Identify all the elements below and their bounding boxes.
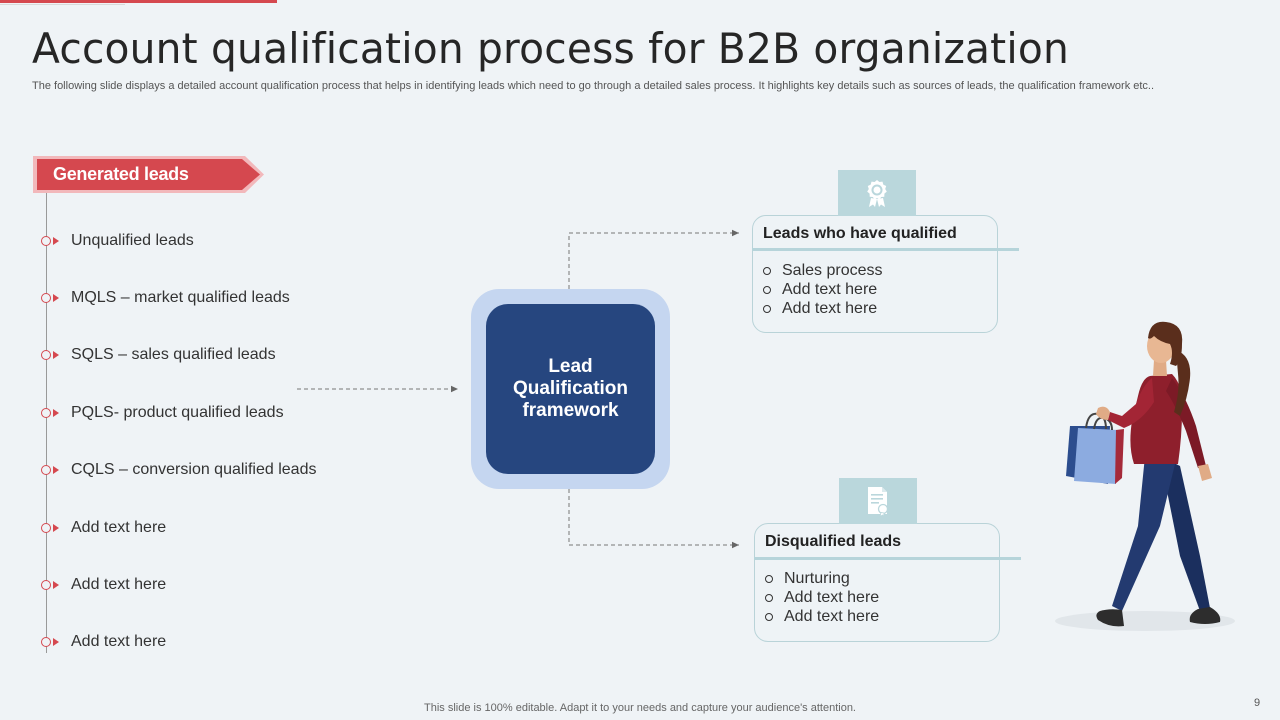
certificate-document-icon	[868, 487, 889, 517]
arrow-right-icon	[53, 237, 59, 245]
leads-timeline	[46, 193, 47, 653]
slide-footer: This slide is 100% editable. Adapt it to…	[424, 702, 856, 714]
timeline-dot-icon	[41, 637, 51, 647]
lead-item: MQLS – market qualified leads	[41, 287, 290, 309]
slide-title: Account qualification process for B2B or…	[32, 24, 1070, 73]
award-badge-icon	[867, 180, 887, 207]
arrow-right-icon	[53, 351, 59, 359]
lead-item: Unqualified leads	[41, 230, 194, 252]
arrow-right-icon	[53, 294, 59, 302]
list-item: Add text here	[763, 299, 883, 318]
lead-item: CQLS – conversion qualified leads	[41, 459, 316, 481]
list-item: Nurturing	[765, 569, 879, 588]
lead-item: PQLS- product qualified leads	[41, 402, 284, 424]
framework-to-disqualified-arrow	[568, 489, 739, 549]
disqualified-card-title: Disqualified leads	[765, 533, 902, 550]
timeline-dot-icon	[41, 293, 51, 303]
arrow-right-icon	[53, 524, 59, 532]
arrow-right-icon	[53, 581, 59, 589]
ribbon-body	[37, 159, 260, 190]
lead-item: Add text here	[41, 517, 166, 539]
disqualified-icon-tab	[839, 478, 917, 524]
framework-box: Lead Qualification framework	[486, 304, 655, 474]
framework-to-qualified-arrow	[568, 229, 739, 289]
qualified-leads-card: Leads who have qualified Sales process A…	[752, 215, 998, 333]
lead-item: Add text here	[41, 631, 166, 653]
timeline-dot-icon	[41, 580, 51, 590]
list-item: Sales process	[763, 261, 883, 280]
generated-leads-ribbon: Generated leads	[33, 156, 264, 193]
qualified-icon-tab	[838, 170, 916, 216]
circle-bullet-icon	[763, 304, 771, 313]
framework-label: Lead Qualification framework	[512, 356, 629, 421]
list-item: Add text here	[763, 280, 883, 299]
woman-shopping-bags-illustration	[1055, 321, 1235, 631]
timeline-dot-icon	[41, 408, 51, 418]
timeline-dot-icon	[41, 465, 51, 475]
qualified-list: Sales process Add text here Add text her…	[763, 261, 883, 318]
page-number: 9	[1254, 697, 1261, 709]
arrow-right-icon	[53, 466, 59, 474]
disqualified-leads-card: Disqualified leads Nurturing Add text he…	[754, 523, 1000, 642]
top-accent-line	[0, 4, 125, 5]
arrow-right-icon	[53, 638, 59, 646]
lead-item: Add text here	[41, 574, 166, 596]
slide-subtitle: The following slide displays a detailed …	[32, 80, 1155, 92]
list-item: Add text here	[765, 607, 879, 626]
circle-bullet-icon	[765, 612, 773, 621]
timeline-dot-icon	[41, 236, 51, 246]
qualified-card-title: Leads who have qualified	[763, 225, 957, 242]
timeline-dot-icon	[41, 523, 51, 533]
timeline-dot-icon	[41, 350, 51, 360]
circle-bullet-icon	[763, 285, 771, 294]
circle-bullet-icon	[765, 574, 773, 583]
lead-item: SQLS – sales qualified leads	[41, 344, 276, 366]
top-accent-bar	[0, 0, 277, 3]
disqualified-card-divider	[754, 557, 1021, 560]
qualified-card-divider	[752, 248, 1019, 251]
generated-leads-label: Generated leads	[53, 164, 189, 184]
arrow-right-icon	[53, 409, 59, 417]
circle-bullet-icon	[763, 266, 771, 275]
list-item: Add text here	[765, 588, 879, 607]
disqualified-list: Nurturing Add text here Add text here	[765, 569, 879, 626]
circle-bullet-icon	[765, 593, 773, 602]
